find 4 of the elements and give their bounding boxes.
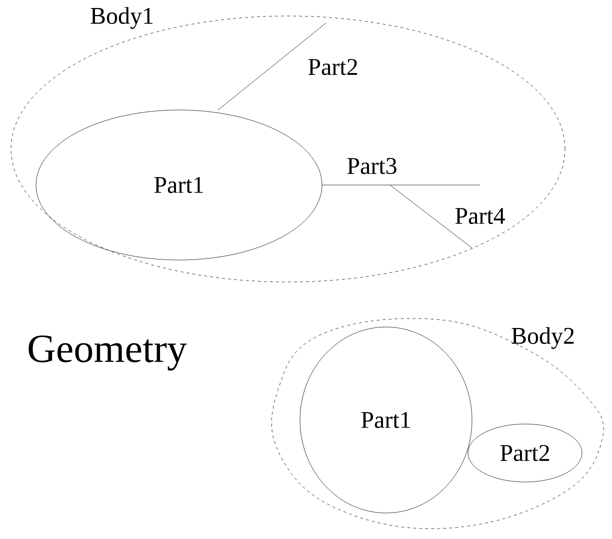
title: Geometry bbox=[28, 335, 187, 371]
wire-part: Part2 bbox=[218, 22, 358, 110]
wire-part: Part3 bbox=[322, 158, 480, 186]
wire-part: Part4 bbox=[390, 184, 505, 248]
